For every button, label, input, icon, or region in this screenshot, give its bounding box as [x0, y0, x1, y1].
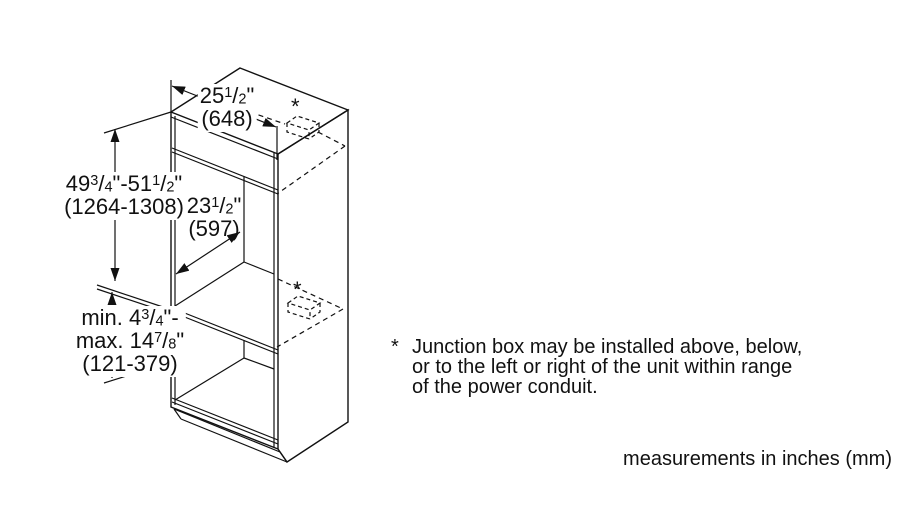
footnote-line-3: of the power conduit.	[412, 376, 598, 398]
toe-kick-bottom-edge	[180, 418, 288, 463]
junction-box-footnote: * Junction box may be installed above, b…	[391, 337, 802, 397]
junction-box-top-asterisk: *	[291, 94, 300, 119]
side-range-line-upper	[277, 278, 344, 310]
junction-boxes	[285, 115, 322, 320]
cabinet-front-face	[170, 112, 279, 451]
gap-dimension-label: min. 43/4"- max. 147/8" (121-379)	[73, 305, 187, 377]
lower-cavity-floor-back-edge	[243, 357, 275, 370]
divider-shelf-edge-1	[171, 307, 279, 351]
footnote-text: Junction box may be installed above, bel…	[412, 337, 802, 397]
top-rail-edge-1	[171, 147, 279, 191]
footnote-line-1: Junction box may be installed above, bel…	[412, 336, 803, 358]
height-dimension-label: 493/4"-511/2" (1264-1308)	[62, 172, 186, 220]
upper-cavity-floor-back-edge	[243, 261, 275, 275]
gap-max: max. 147/8"	[75, 327, 185, 353]
footnote-line-2: or to the left or right of the unit with…	[412, 356, 793, 378]
height-inches: 493/4"-511/2"	[65, 171, 183, 196]
cabinet-right-face	[277, 108, 349, 463]
toe-kick-left-edge	[173, 408, 182, 420]
depth-mm: (597)	[188, 215, 240, 241]
top-range-connector	[249, 111, 286, 125]
width-inches: 251/2"	[199, 83, 255, 108]
divider-shelf-edge-2	[171, 311, 279, 355]
units-caption: measurements in inches (mm)	[623, 448, 892, 470]
lower-cavity-floor-left-edge	[174, 357, 245, 401]
junction-box-side-asterisk: *	[293, 277, 302, 302]
gap-min: min. 43/4"-	[81, 305, 179, 330]
top-rail-edge-2	[171, 151, 279, 195]
conduit-range-dashed-lines	[249, 111, 346, 348]
height-reference-top	[103, 111, 172, 134]
cabinet-panel-edges	[170, 116, 288, 463]
bottom-rail-edge-2	[171, 401, 279, 445]
side-range-line-lower	[276, 308, 344, 348]
depth-dimension-arrow	[175, 231, 241, 275]
bottom-rail-edge-1	[171, 397, 279, 441]
gap-mm: (121-379)	[82, 350, 178, 376]
footnote-asterisk: *	[391, 336, 399, 358]
width-dimension-label: 251/2" (648)	[197, 83, 257, 132]
upper-cavity-floor-left-edge	[174, 261, 245, 307]
toe-kick-right-edge	[279, 451, 288, 463]
junction-box-side	[286, 295, 322, 320]
toe-kick-top-edge	[173, 408, 281, 453]
height-mm: (1264-1308)	[64, 193, 184, 219]
top-range-line-down	[276, 145, 346, 195]
junction-box-top	[285, 115, 321, 140]
top-range-line-right	[317, 131, 346, 147]
shelf-reference-line-1	[96, 284, 173, 311]
width-mm: (648)	[201, 105, 253, 131]
depth-dimension-label: 231/2" (597)	[185, 194, 244, 242]
depth-inches: 231/2"	[186, 193, 242, 218]
